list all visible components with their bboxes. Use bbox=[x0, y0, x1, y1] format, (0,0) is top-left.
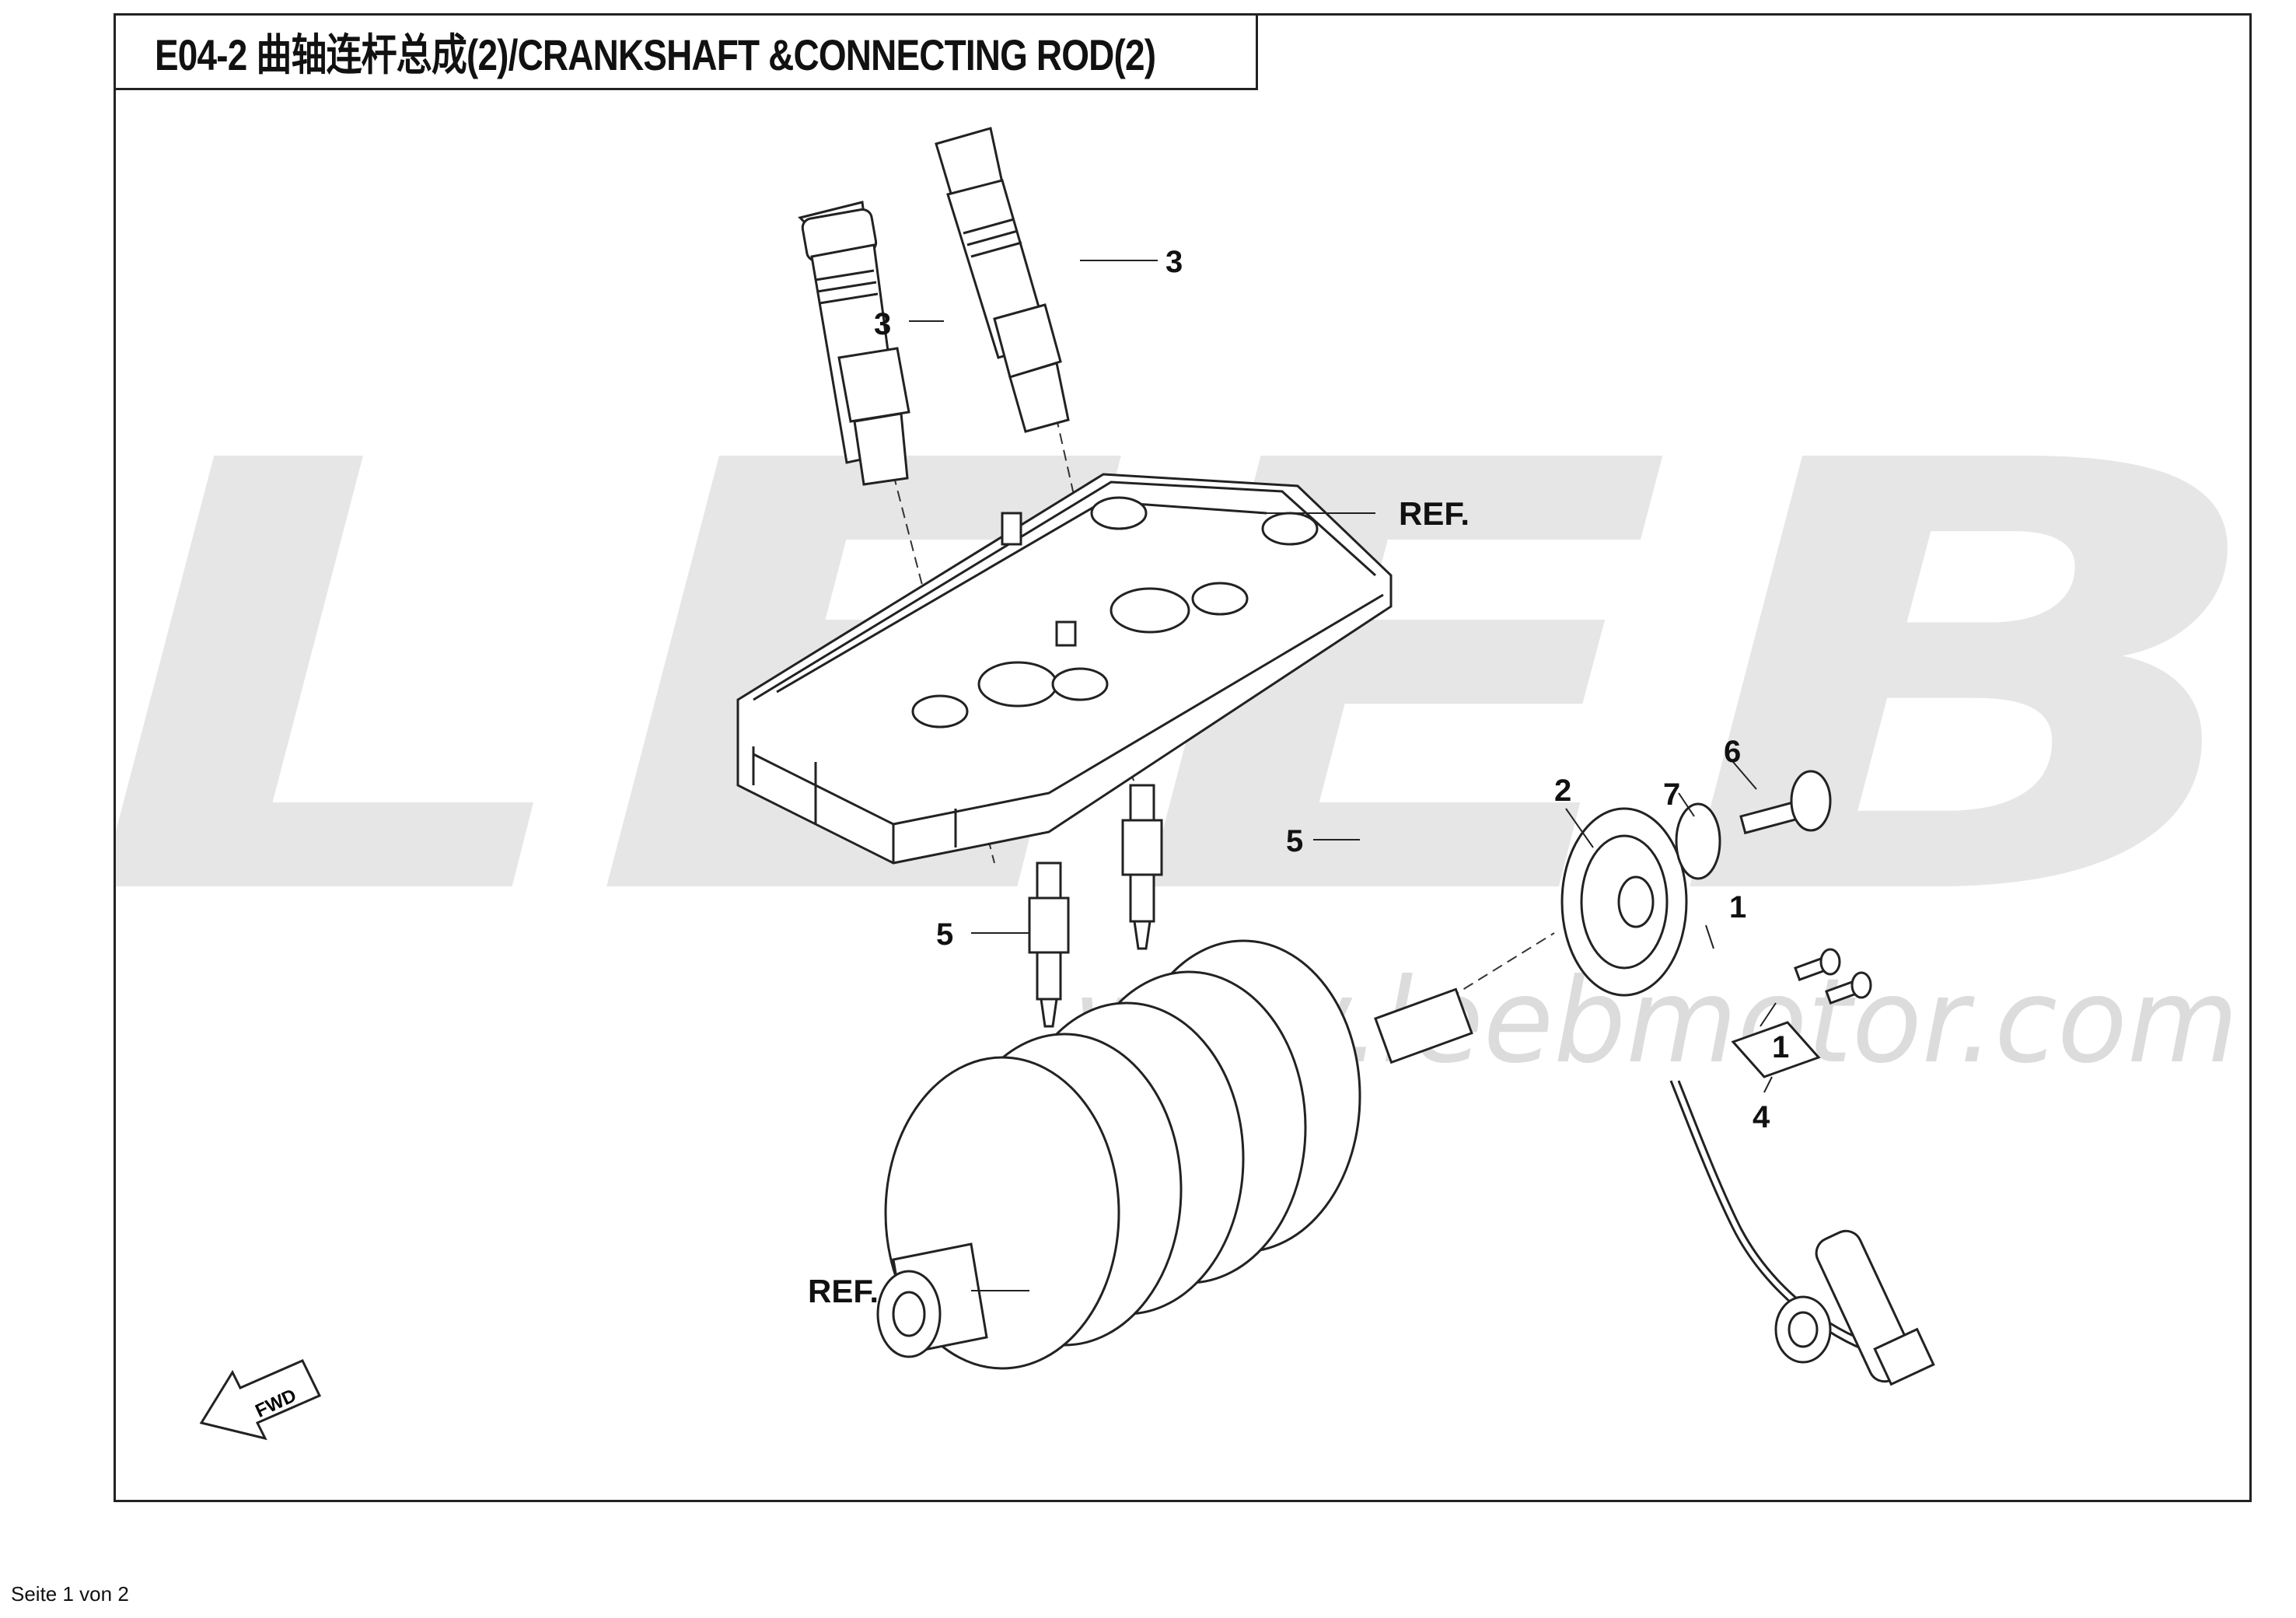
crankshaft bbox=[876, 939, 1473, 1370]
ignition-coil-right bbox=[935, 127, 1070, 433]
spark-plug-left bbox=[1028, 861, 1070, 1028]
callout-5-left: 5 bbox=[936, 917, 953, 952]
diagram-frame: LEEB www.leebmotor.com bbox=[114, 13, 2252, 1502]
callout-ref-cover: REF. bbox=[1399, 495, 1470, 532]
callout-3-left: 3 bbox=[874, 307, 891, 341]
fwd-arrow: FWD bbox=[199, 1359, 322, 1441]
callout-ref-crank: REF. bbox=[808, 1273, 879, 1309]
page-title: E04-2 曲轴连杆总成(2)/CRANKSHAFT &CONNECTING R… bbox=[155, 30, 1156, 79]
spark-plug-right bbox=[1121, 784, 1163, 950]
crank-position-sensor bbox=[1669, 1021, 1935, 1386]
callout-3-right: 3 bbox=[1165, 245, 1183, 279]
washer bbox=[1675, 802, 1721, 880]
callout-4: 4 bbox=[1753, 1100, 1770, 1134]
timing-rotor bbox=[1560, 807, 1688, 997]
callout-1-bottom: 1 bbox=[1772, 1030, 1789, 1064]
exploded-parts-diagram: LEEB www.leebmotor.com bbox=[116, 127, 2249, 1441]
title-box: E04-2 曲轴连杆总成(2)/CRANKSHAFT &CONNECTING R… bbox=[116, 16, 1258, 90]
rotor-bolt bbox=[1739, 770, 1832, 835]
page-footer: Seite 1 von 2 bbox=[11, 1582, 129, 1606]
callout-1-top: 1 bbox=[1729, 890, 1746, 924]
watermark: LEEB www.leebmotor.com bbox=[116, 339, 2249, 1089]
ignition-coil-left bbox=[798, 201, 910, 486]
callout-7: 7 bbox=[1663, 778, 1680, 812]
sensor-screws bbox=[1794, 948, 1872, 1005]
callout-5-right: 5 bbox=[1286, 824, 1303, 858]
callout-6: 6 bbox=[1724, 735, 1741, 769]
callout-2: 2 bbox=[1554, 774, 1571, 808]
leader-lines bbox=[909, 260, 1777, 1291]
valve-cover bbox=[736, 473, 1393, 865]
